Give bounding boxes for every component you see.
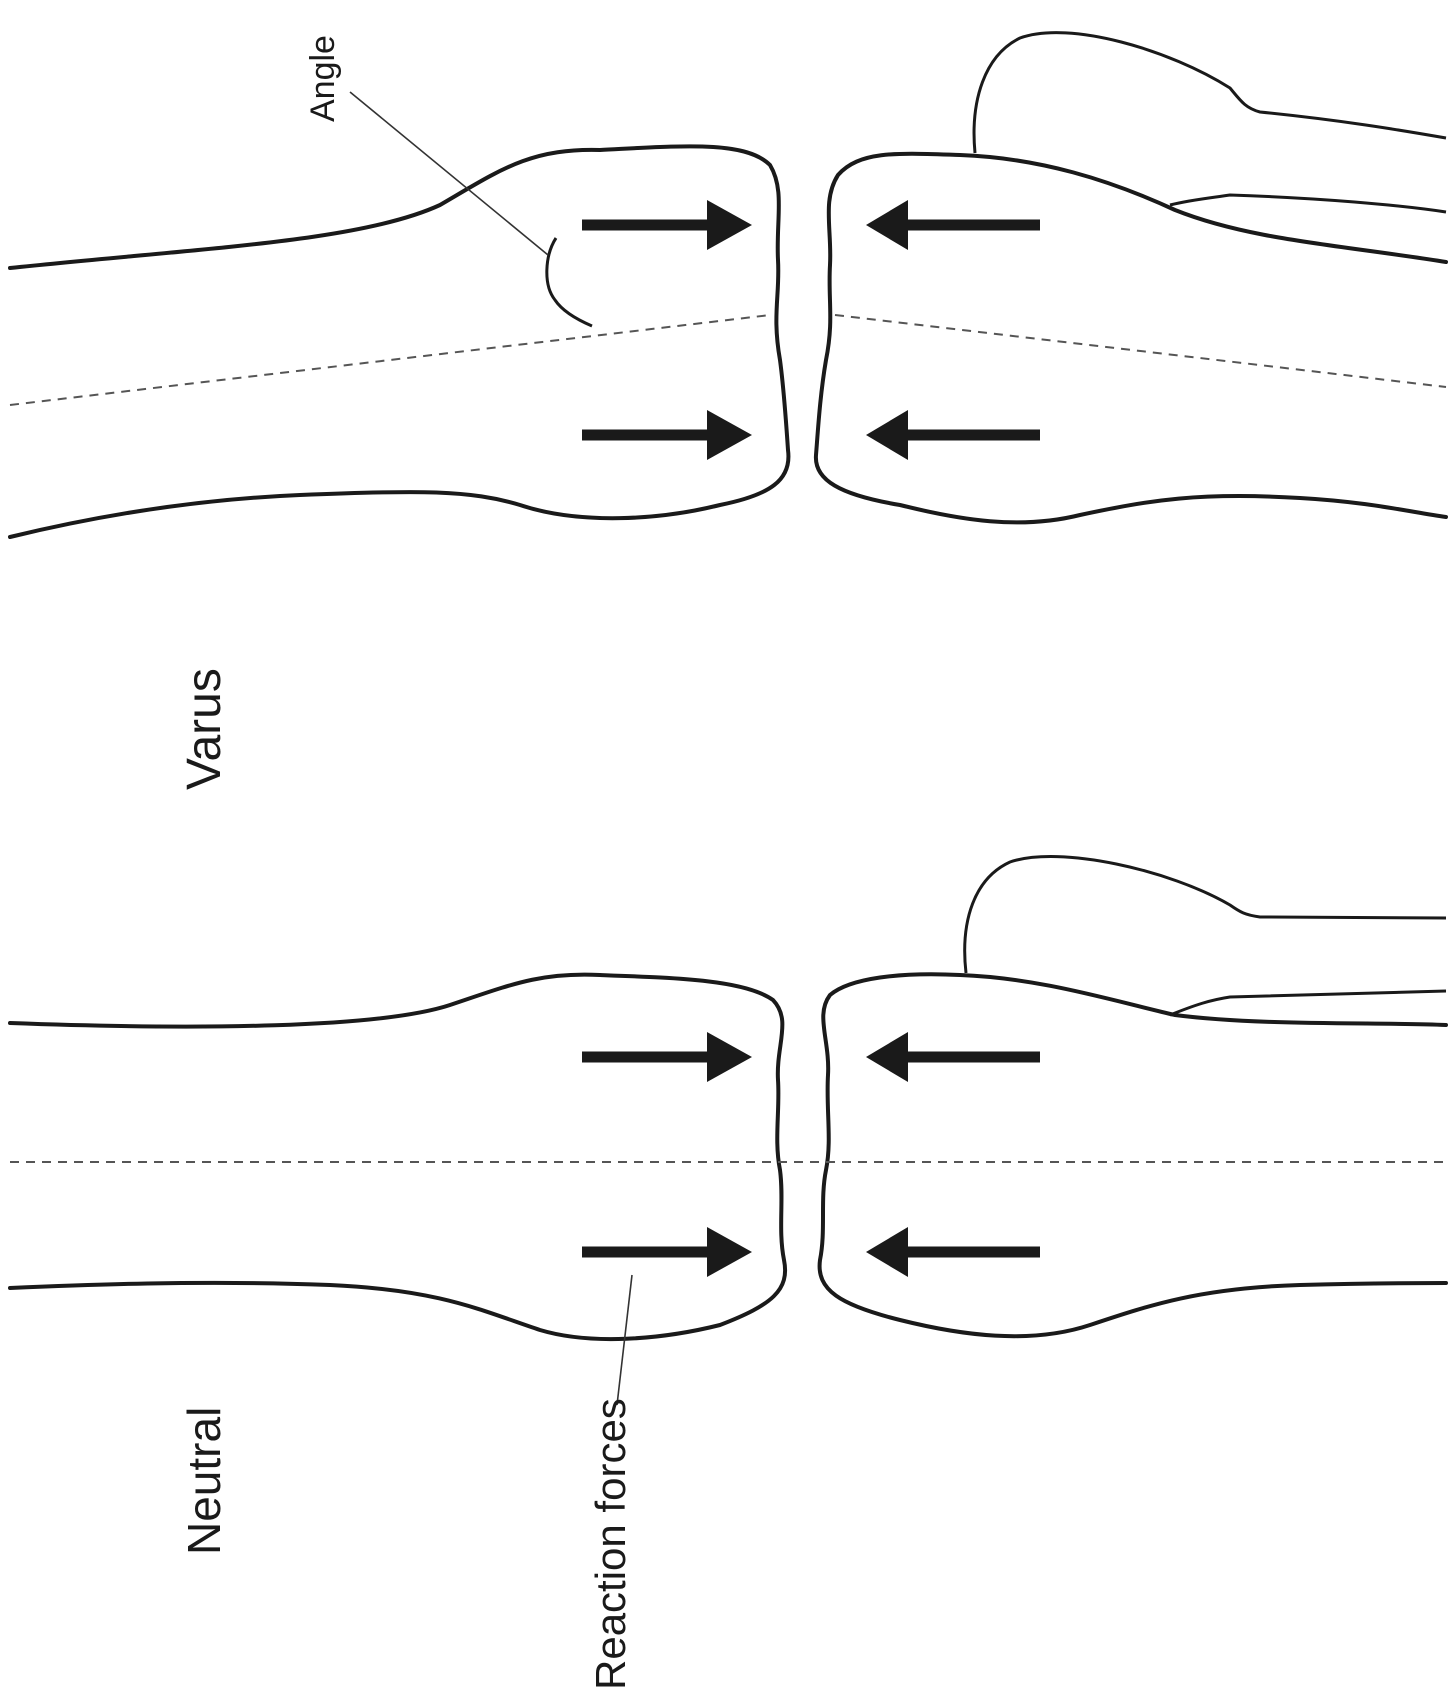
neutral-label: Neutral — [178, 1407, 230, 1555]
arrow-neutral-lower-right — [866, 1227, 1040, 1277]
arrow-varus-lower-left — [582, 410, 752, 460]
arrow-neutral-lower-left — [582, 1227, 752, 1277]
reaction-forces-label: Reaction forces — [587, 1398, 634, 1690]
neutral-panel — [10, 857, 1446, 1340]
arrow-varus-lower-right — [866, 410, 1040, 460]
arrow-neutral-upper-right — [866, 1032, 1040, 1082]
varus-left-bone — [10, 146, 788, 537]
arrow-neutral-upper-left — [582, 1032, 752, 1082]
angle-label: Angle — [304, 35, 342, 122]
arrow-varus-upper-right — [866, 200, 1040, 250]
varus-fibula-lower — [1170, 195, 1446, 212]
neutral-fibula — [965, 857, 1446, 973]
varus-left-axis — [10, 315, 770, 405]
force-arrows — [582, 200, 1040, 1277]
arrow-varus-upper-left — [582, 200, 752, 250]
neutral-left-bone — [10, 975, 785, 1339]
varus-label: Varus — [178, 668, 231, 790]
varus-right-bone — [816, 154, 1446, 523]
angle-leader-line — [350, 92, 548, 255]
neutral-fibula-lower — [1170, 991, 1446, 1015]
varus-fibula — [974, 33, 1446, 153]
neutral-right-bone — [820, 974, 1446, 1336]
varus-panel — [10, 33, 1446, 537]
varus-right-axis — [835, 315, 1446, 387]
varus-angle-arc — [547, 238, 592, 326]
